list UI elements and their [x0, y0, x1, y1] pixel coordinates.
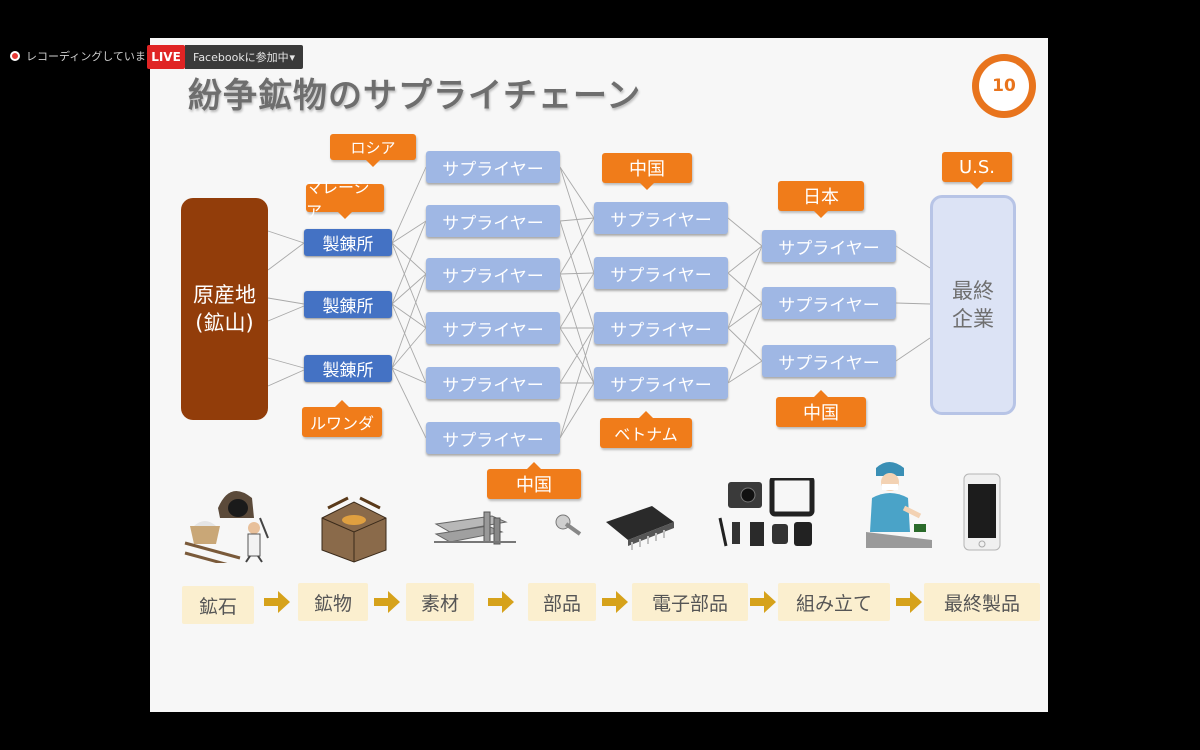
supplier-c2-3: サプライヤー: [594, 312, 728, 344]
supplier-c1-6: サプライヤー: [426, 422, 560, 454]
supplier-c3-1: サプライヤー: [762, 230, 896, 262]
tag-usa: U.S.: [942, 152, 1012, 189]
tag-japan: 日本: [778, 181, 864, 218]
stage-electronic-part: 電子部品: [632, 583, 748, 621]
stage-assembly: 組み立て: [778, 583, 890, 621]
stage-mineral: 鉱物: [298, 583, 368, 621]
refinery-2: 製錬所: [304, 291, 392, 318]
supplier-c1-2: サプライヤー: [426, 205, 560, 237]
slide-title: 紛争鉱物のサプライチェーン: [188, 76, 642, 116]
stage-part: 部品: [528, 583, 596, 621]
facebook-live-label: Facebookに参加中: [193, 51, 289, 64]
origin-sublabel: (鉱山): [195, 311, 254, 335]
assembly-worker-illustration: [866, 462, 932, 548]
smartphone-illustration: [963, 473, 1001, 551]
stage-material: 素材: [406, 583, 474, 621]
materials-illustration: [434, 511, 516, 545]
camera-gear-illustration: [718, 478, 815, 547]
record-icon: [10, 51, 20, 61]
stage-final-product: 最終製品: [924, 583, 1040, 621]
supplier-c2-4: サプライヤー: [594, 367, 728, 399]
tag-malaysia: マレーシア: [306, 178, 384, 221]
presentation-slide: 紛争鉱物のサプライチェーン 10: [150, 38, 1048, 712]
supplier-c2-1: サプライヤー: [594, 202, 728, 234]
supplier-c1-4: サプライヤー: [426, 312, 560, 344]
supplier-c1-1: サプライヤー: [426, 151, 560, 183]
final-company-box: 最終 企業: [930, 195, 1016, 415]
chip-illustration: [606, 506, 674, 550]
supplier-c1-5: サプライヤー: [426, 367, 560, 399]
supplier-c1-3: サプライヤー: [426, 258, 560, 290]
stage-ore: 鉱石: [182, 586, 254, 624]
miner-illustration: [184, 490, 269, 563]
supplier-c3-2: サプライヤー: [762, 287, 896, 319]
refinery-1: 製錬所: [304, 229, 392, 256]
arrow-right-icon: [488, 591, 514, 613]
arrow-right-icon: [750, 591, 776, 613]
refinery-3: 製錬所: [304, 355, 392, 382]
origin-label: 原産地: [193, 283, 256, 307]
tag-russia: ロシア: [330, 134, 416, 167]
supplier-c3-3: サプライヤー: [762, 345, 896, 377]
tag-vietnam: ベトナム: [600, 411, 692, 448]
chevron-down-icon: ▾: [289, 50, 295, 64]
facebook-live-dropdown[interactable]: Facebookに参加中 ▾: [185, 45, 303, 69]
connection-lines: [267, 166, 931, 439]
tag-china-1: 中国: [602, 153, 692, 190]
arrow-right-icon: [374, 591, 400, 613]
final-company-label: 最終: [952, 279, 994, 303]
tag-rwanda: ルワンダ: [302, 400, 382, 437]
screw-part-illustration: [555, 514, 582, 536]
recording-label: レコーディングしています: [26, 50, 157, 63]
arrow-right-icon: [896, 591, 922, 613]
tag-china-2: 中国: [487, 462, 581, 499]
tag-china-3: 中国: [776, 390, 866, 427]
arrow-right-icon: [264, 591, 290, 613]
origin-mine-box: 原産地 (鉱山): [181, 198, 268, 420]
supplier-c2-2: サプライヤー: [594, 257, 728, 289]
live-badge[interactable]: LIVE: [147, 45, 185, 69]
page-number-badge: 10: [972, 54, 1036, 118]
final-company-sublabel: 企業: [952, 307, 994, 331]
recording-indicator: レコーディングしています: [10, 48, 157, 64]
arrow-right-icon: [602, 591, 628, 613]
page-number: 10: [979, 61, 1029, 111]
smelter-illustration: [321, 496, 387, 563]
